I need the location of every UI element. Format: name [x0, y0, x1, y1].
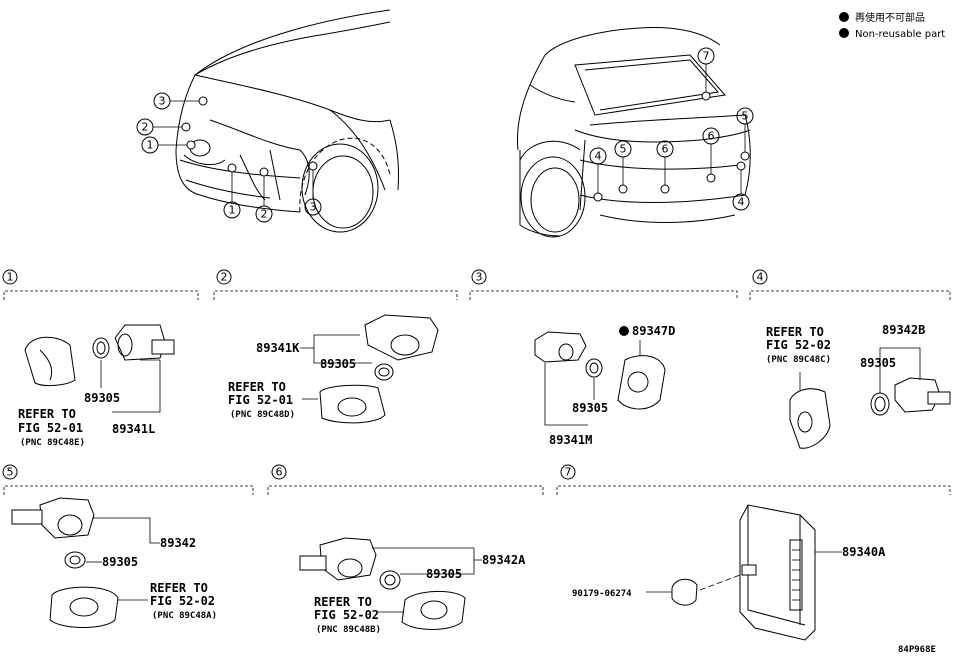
- part-number-89340a: 89340A: [842, 545, 886, 559]
- part-number-90179-06274: 90179-06274: [572, 589, 632, 599]
- callout-6: 6: [708, 130, 715, 143]
- pnc-ref: (PNC 89C48C): [766, 355, 831, 365]
- part-number-89305: 89305: [102, 555, 138, 569]
- section-7-number: 7: [565, 466, 572, 479]
- callout-2: 2: [261, 208, 268, 221]
- callout-2: 2: [142, 121, 149, 134]
- rear-callouts: 7 5 4 5 6 6 4: [589, 47, 754, 211]
- part-number-89341l: 89341L: [112, 422, 155, 436]
- pnc-ref: (PNC 89C48B): [316, 625, 381, 635]
- callout-5: 5: [742, 110, 749, 123]
- section-1: 89305 89341L REFER TO FIG 52-01 (PNC 89C…: [18, 324, 175, 448]
- section-3-number: 3: [476, 271, 483, 284]
- seal-ring: [92, 337, 110, 359]
- part-number-89341m: 89341M: [549, 433, 592, 447]
- callout-7: 7: [703, 50, 710, 63]
- section-1-number: 1: [7, 271, 14, 284]
- non-reusable-dot-icon: [839, 28, 849, 38]
- seal-ring: [379, 570, 401, 590]
- part-number-89305: 89305: [84, 391, 120, 405]
- part-number-89342b: 89342B: [882, 323, 925, 337]
- legend-en: Non-reusable part: [855, 29, 945, 40]
- callout-1: 1: [147, 139, 154, 152]
- section-4-number: 4: [757, 271, 764, 284]
- pnc-ref: (PNC 89C48E): [20, 438, 85, 448]
- section-6-number: 6: [276, 466, 283, 479]
- section-brackets: 1 2 3 4 5 6 7: [2, 269, 951, 495]
- refer-to-label: REFER TO: [150, 581, 208, 595]
- section-2-number: 2: [221, 271, 228, 284]
- bracket-part: [24, 336, 76, 387]
- callout-4: 4: [595, 150, 602, 163]
- part-number-89305: 89305: [860, 356, 896, 370]
- bracket-part: [401, 590, 466, 630]
- callout-5: 5: [620, 143, 627, 156]
- callout-1: 1: [229, 204, 236, 217]
- section-2: 89341K 89305 REFER TO FIG 52-01 (PNC 89C…: [228, 314, 439, 424]
- fig-ref: FIG 52-01: [228, 393, 293, 407]
- part-number-89342: 89342: [160, 536, 196, 550]
- fig-ref: FIG 52-02: [766, 338, 831, 352]
- pnc-ref: (PNC 89C48A): [152, 611, 217, 621]
- section-3: 89347D 89305 89341M: [534, 324, 675, 447]
- section-4: 89342B 89305 REFER TO FIG 52-02 (PNC 89C…: [766, 323, 951, 449]
- fig-ref: FIG 52-02: [314, 608, 379, 622]
- parking-sensor: [39, 497, 95, 539]
- non-reusable-dot-icon: [619, 326, 629, 336]
- callout-3: 3: [310, 201, 317, 214]
- pnc-ref: (PNC 89C48D): [230, 410, 295, 420]
- bracket-part: [789, 388, 831, 449]
- front-callouts: 3 2 1 1 2 3: [136, 92, 322, 223]
- legend-jp: 再使用不可部品: [855, 11, 925, 24]
- bolt-part: [671, 578, 698, 606]
- sensor-cover: [617, 355, 666, 410]
- seal-ring: [64, 551, 86, 569]
- refer-to-label: REFER TO: [228, 380, 286, 394]
- part-number-89305: 89305: [320, 357, 356, 371]
- section-7: 89340A 90179-06274: [572, 504, 886, 641]
- fig-ref: FIG 52-02: [150, 594, 215, 608]
- refer-to-label: REFER TO: [18, 407, 76, 421]
- refer-to-label: REFER TO: [766, 325, 824, 339]
- part-number-89341k: 89341K: [256, 341, 300, 355]
- callout-6: 6: [662, 143, 669, 156]
- section-5-number: 5: [7, 466, 14, 479]
- part-number-89305: 89305: [572, 401, 608, 415]
- seal-ring: [870, 392, 890, 416]
- refer-to-label: REFER TO: [314, 595, 372, 609]
- part-number-89347d: 89347D: [632, 324, 675, 338]
- seal-ring: [374, 363, 394, 381]
- rear-car-illustration: [517, 27, 751, 238]
- seal-ring: [585, 358, 603, 378]
- legend: 再使用不可部品 Non-reusable part: [839, 11, 945, 40]
- part-number-89342a: 89342A: [482, 553, 526, 567]
- diagram-id: 84P968E: [898, 645, 936, 655]
- callout-3: 3: [159, 95, 166, 108]
- section-5: 89342 89305 REFER TO FIG 52-02 (PNC 89C4…: [11, 497, 217, 628]
- bracket-part: [49, 586, 119, 628]
- bracket-part: [319, 384, 386, 424]
- non-reusable-dot-icon: [839, 12, 849, 22]
- parking-sensor: [364, 314, 439, 361]
- front-car-illustration: [175, 9, 399, 233]
- section-6: 89342A 89305 REFER TO FIG 52-02 (PNC 89C…: [299, 537, 526, 635]
- callout-4: 4: [738, 196, 745, 209]
- part-number-89305: 89305: [426, 567, 462, 581]
- ecu-module: [739, 504, 816, 641]
- fig-ref: FIG 52-01: [18, 421, 83, 435]
